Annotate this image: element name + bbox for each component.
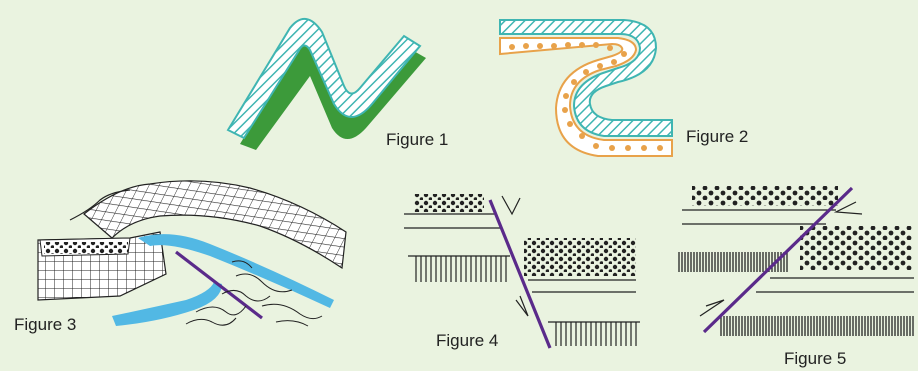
figure-4-right-lined-bed xyxy=(552,322,640,346)
figure-5-caption: Figure 5 xyxy=(784,349,846,368)
figure-4-upper-left-dotted-bed xyxy=(414,194,484,212)
figure-4-left-lined-bed xyxy=(412,256,510,282)
figure-3-dotted-cap-fill xyxy=(44,242,128,254)
figure-5-graphic xyxy=(678,186,914,336)
figure-2-caption: Figure 2 xyxy=(686,127,748,146)
figure-4-right-dotted-bed xyxy=(524,238,636,276)
figure-5-right-dotted-bed xyxy=(800,226,912,270)
figure-5-right-lined-bed xyxy=(720,316,914,336)
figure-1-caption: Figure 1 xyxy=(386,130,448,149)
figure-5-left-lined-bed xyxy=(678,252,788,272)
figure-2-graphic xyxy=(500,20,672,156)
figure-4-graphic xyxy=(404,194,640,348)
figure-3-caption: Figure 3 xyxy=(14,315,76,334)
figure-4-lower-motion-arrow xyxy=(516,296,528,316)
figure-5-upper-motion-arrow xyxy=(836,202,862,214)
figure-5-upper-left-dotted-bed xyxy=(692,186,838,206)
figure-5-lower-motion-arrow xyxy=(700,300,724,316)
figure-3-graphic xyxy=(38,181,346,326)
figure-4-upper-motion-arrow xyxy=(502,196,520,214)
figure-4-caption: Figure 4 xyxy=(436,331,498,350)
